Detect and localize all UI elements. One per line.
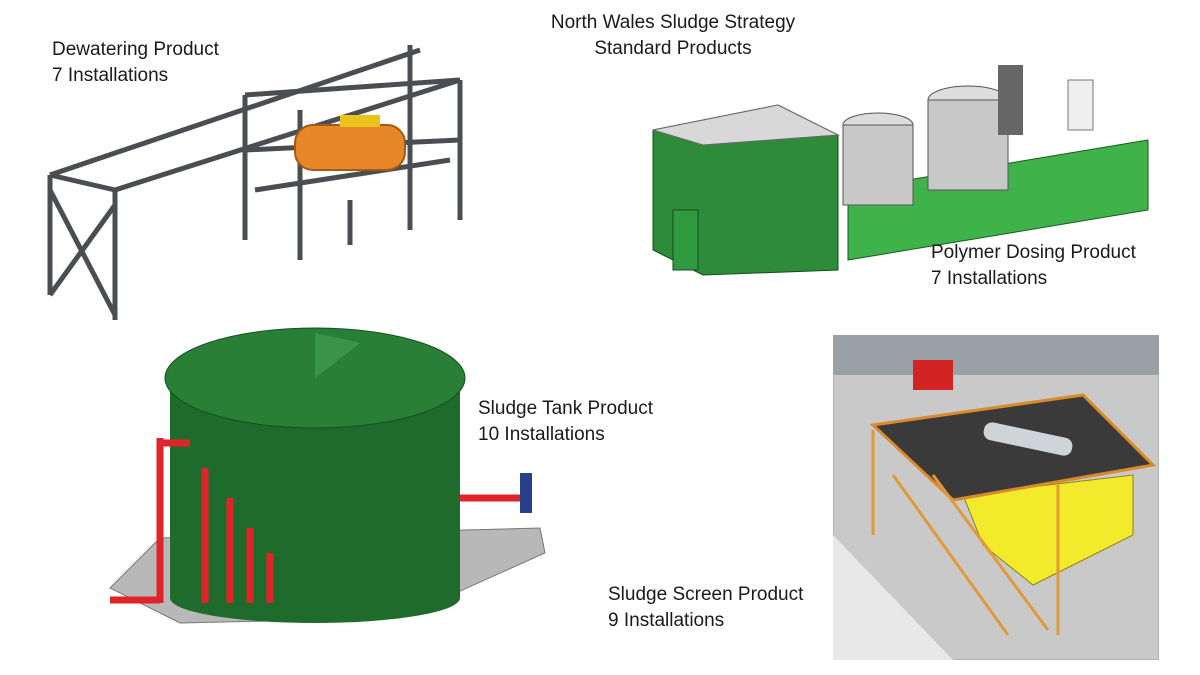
sludge-tank-product-label: Sludge Tank Product 10 Installations [478,398,653,445]
page-title: North Wales Sludge Strategy Standard Pro… [550,12,796,59]
sludge-screen-product-label: Sludge Screen Product 9 Installations [608,584,804,631]
sludge-screen-product-render [833,335,1159,660]
sludge-tank-product-render [109,327,546,624]
dewatering-product-render [47,45,463,320]
polymer-dosing-product-label: Polymer Dosing Product 7 Installations [931,242,1136,289]
dewatering-product-label: Dewatering Product 7 Installations [52,39,219,86]
polymer-dosing-product-render [652,65,1149,276]
